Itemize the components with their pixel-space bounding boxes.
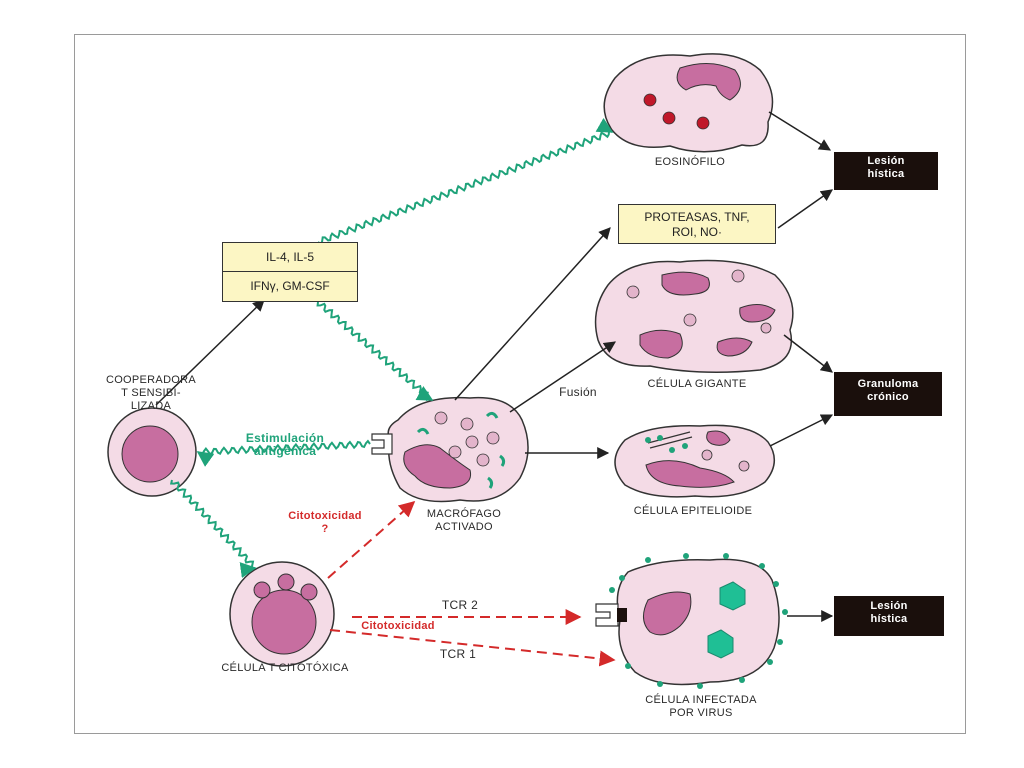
label-tcr1: TCR 1 (439, 647, 477, 661)
outcome-lesion-2: Lesión hística (834, 596, 944, 636)
black-arrows (155, 111, 834, 622)
outcome-lesion-1: Lesión hística (834, 152, 938, 190)
infected-cell (595, 553, 788, 689)
label-epithelioid: CÉLULA EPITELIOIDE (633, 505, 753, 517)
label-cytotoxicity: Citotoxicidad (361, 620, 435, 632)
label-eosinophil: EOSINÓFILO (654, 156, 726, 168)
label-giant-cell: CÉLULA GIGANTE (647, 378, 747, 390)
cytokine-box: IL-4, IL-5 IFNγ, GM-CSF (222, 242, 358, 302)
cytokine-box-line1: IL-4, IL-5 (223, 243, 357, 272)
products-box-line1: PROTEASAS, TNF, (644, 210, 750, 224)
products-box-line2: ROI, NO· (672, 225, 722, 239)
macrophage-cell (371, 396, 529, 503)
giant-cell (594, 259, 794, 373)
outcome-granuloma: Granuloma crónico (834, 372, 942, 416)
cytotoxic-t-cell (229, 561, 335, 667)
helper-t-cell (107, 407, 197, 497)
label-helper-t: COOPERADORA T SENSIBI- LIZADA (105, 374, 197, 412)
eosinophil-cell (603, 53, 774, 153)
label-stimulation: Estimulación antigénica (245, 431, 325, 458)
red-arrows (327, 500, 616, 667)
epithelioid-cell (614, 424, 775, 498)
green-arrows (169, 117, 614, 578)
label-fusion: Fusión (559, 385, 597, 399)
label-cytotoxicity-question: Citotoxicidad ? (288, 510, 362, 535)
label-macrophage: MACRÓFAGO ACTIVADO (426, 508, 502, 533)
label-infected-cell: CÉLULA INFECTADA POR VIRUS (645, 694, 757, 719)
label-cytotoxic-t: CÉLULA T CITOTÓXICA (221, 662, 349, 674)
cytokine-box-line2: IFNγ, GM-CSF (250, 279, 330, 293)
label-tcr2: TCR 2 (441, 598, 479, 612)
products-box: PROTEASAS, TNF, ROI, NO· (618, 204, 776, 244)
